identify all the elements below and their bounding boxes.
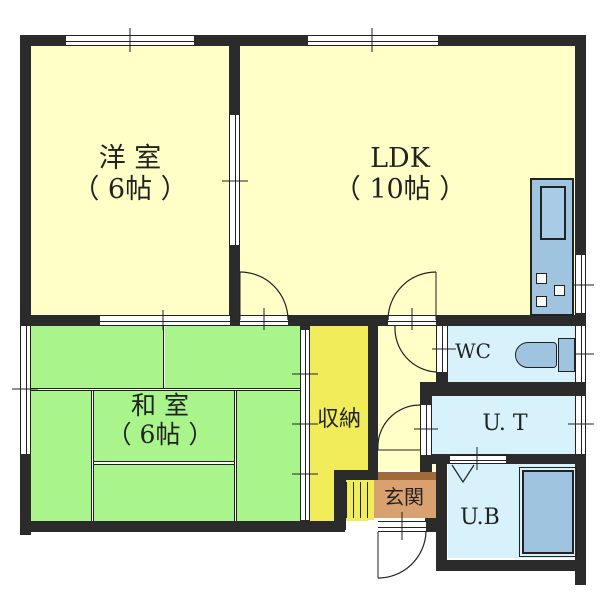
wall <box>436 560 586 571</box>
wall <box>20 521 345 532</box>
ub-label: U.B <box>460 505 500 530</box>
genkan-rail <box>374 472 436 480</box>
japanese-room-label: 和 室 （ 6帖 ） <box>70 391 250 450</box>
wall <box>334 470 378 480</box>
ut-label: U. T <box>482 411 528 436</box>
ldk-size: （ 10帖 ） <box>333 174 467 206</box>
tatami-line <box>30 388 300 391</box>
wc-label: WC <box>455 339 491 363</box>
wall <box>368 315 378 475</box>
tatami-line <box>94 461 234 465</box>
closet-door[interactable] <box>300 330 310 520</box>
genkan-label: 玄関 <box>384 485 424 509</box>
ub-door[interactable] <box>450 455 506 464</box>
toilet-bowl-icon <box>515 342 557 368</box>
bathtub-icon <box>519 467 577 557</box>
wall <box>575 35 586 265</box>
tatami-line <box>91 391 94 521</box>
ldk-label: LDK （ 10帖 ） <box>300 143 500 205</box>
ut-door[interactable] <box>420 405 432 455</box>
genkan-room <box>374 478 436 518</box>
window <box>20 326 31 454</box>
kitchen-sink-icon <box>540 186 566 240</box>
western-room-name: 洋 室 <box>98 143 162 174</box>
tatami-border <box>163 326 164 389</box>
tatami-border <box>30 388 300 391</box>
tatami-line <box>234 391 237 521</box>
western-room-label: 洋 室 （ 6帖 ） <box>40 143 220 205</box>
window <box>229 115 240 245</box>
tatami-border <box>94 461 234 465</box>
western-room-size: （ 6帖 ） <box>72 174 188 206</box>
western-room <box>30 45 230 320</box>
western-sliding-door[interactable] <box>100 315 230 326</box>
tatami-line <box>163 326 165 389</box>
stove-burner-icon <box>536 273 547 284</box>
wall <box>20 35 585 46</box>
japanese-room <box>30 326 300 521</box>
japanese-room-size: （ 6帖 ） <box>106 419 214 449</box>
wall <box>436 315 586 326</box>
wall <box>425 518 437 532</box>
storage-label: 収納 <box>316 407 361 432</box>
wall <box>420 382 586 396</box>
window <box>575 396 586 454</box>
window <box>575 255 586 313</box>
ut-room <box>432 396 578 454</box>
japanese-room-name: 和 室 <box>131 391 189 420</box>
wall <box>20 35 31 535</box>
tatami-border <box>91 391 94 521</box>
ldk-name: LDK <box>370 143 430 174</box>
stove-burner-icon <box>554 285 565 296</box>
wall <box>334 470 346 530</box>
tatami-border <box>234 391 237 521</box>
genkan-step-lines <box>346 482 374 518</box>
ldk-room <box>240 45 580 320</box>
stove-burner-icon <box>536 296 547 307</box>
wall <box>20 315 440 326</box>
toilet-tank-icon <box>558 338 575 372</box>
wall <box>436 460 447 570</box>
window <box>308 35 438 46</box>
